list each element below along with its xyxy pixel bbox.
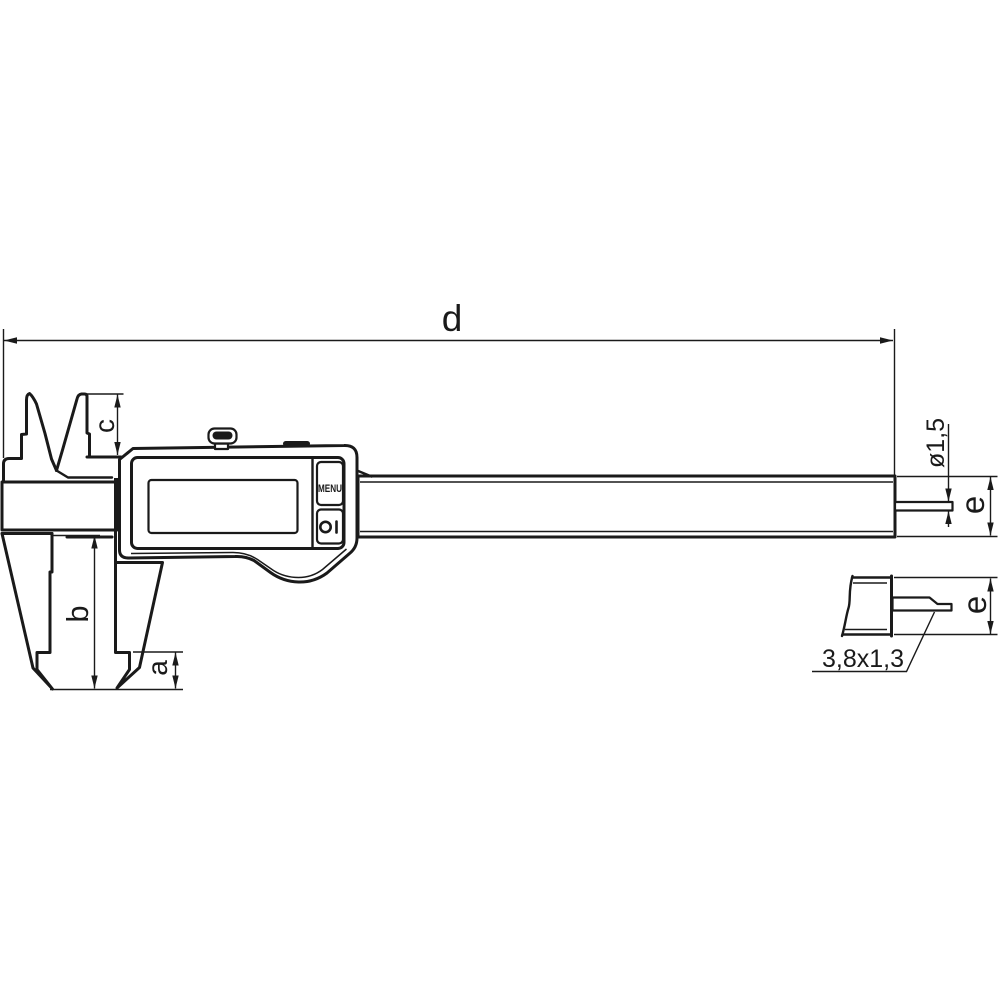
thumb-roller-icon <box>207 427 238 451</box>
dimension-b-label: b <box>60 605 95 622</box>
arrowhead <box>945 488 952 502</box>
caliper-body: MENU <box>0 392 954 691</box>
beam-left-section <box>0 480 119 532</box>
blade-section-label: 3,8x1,3 <box>822 645 904 673</box>
dimension-a: a <box>133 651 183 689</box>
arrowhead <box>4 337 17 344</box>
beam-housing-chamfer <box>355 469 373 478</box>
blade-depth-rod <box>891 596 953 612</box>
menu-button[interactable] <box>315 460 345 507</box>
arrowhead <box>114 442 121 455</box>
fixed-lower-jaw <box>0 532 54 691</box>
break-edge <box>840 574 854 638</box>
menu-button-label: MENU <box>318 483 342 495</box>
dimension-e-blade-label: e <box>956 596 993 614</box>
rod-diameter-label: ø1,5 <box>922 418 950 468</box>
arrowhead <box>987 578 994 592</box>
slider-nose-step <box>55 469 114 479</box>
movable-lower-jaw <box>114 561 164 690</box>
depth-rod <box>893 500 954 512</box>
slider-gap <box>114 478 121 530</box>
arrowhead <box>987 522 994 536</box>
depth-rod-detail-view <box>840 574 953 638</box>
dimension-e-beam: e <box>897 475 998 538</box>
arrowhead <box>172 675 179 689</box>
lcd-screen <box>147 478 299 535</box>
dimension-d-label: d <box>442 298 463 339</box>
caliper-beam <box>356 474 897 539</box>
arrowhead <box>880 337 893 344</box>
dimension-a-label: a <box>142 660 173 676</box>
dimension-c-label: c <box>89 419 120 433</box>
movable-upper-jaw <box>55 392 91 472</box>
dimension-d: d <box>2 298 896 475</box>
dimension-b: b <box>50 534 183 691</box>
fixed-upper-jaw <box>2 392 58 484</box>
dimension-c: c <box>82 393 124 455</box>
blade-section-callout: 3,8x1,3 <box>812 611 936 673</box>
housing-inner-wall-line <box>130 548 347 579</box>
blade-section-leader <box>812 611 936 673</box>
arrowhead <box>91 675 98 689</box>
dimension-e-beam-label: e <box>954 496 991 514</box>
arrowhead <box>172 652 179 666</box>
lock-button-icon <box>283 441 310 447</box>
arrowhead <box>987 477 994 490</box>
arrowhead <box>114 394 121 408</box>
dimension-e-blade: e <box>894 576 998 636</box>
arrowhead <box>91 535 98 549</box>
power-icon <box>318 520 338 534</box>
arrowhead <box>945 511 952 524</box>
arrowhead <box>987 621 994 634</box>
dimension-rod-diameter: ø1,5 <box>922 418 952 527</box>
